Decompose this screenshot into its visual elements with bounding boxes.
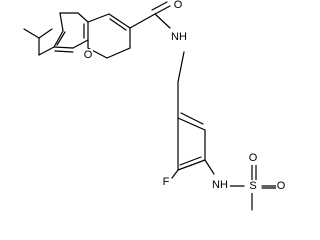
sulfonamide-nh-label: NH: [212, 179, 228, 191]
atom-sulfonyl-oxygen-right: O: [276, 180, 287, 193]
amide-nh-label: NH: [171, 31, 187, 43]
atom-ring-oxygen: O: [82, 49, 93, 62]
chromene-pyran-ring: [87, 13, 131, 59]
carbonyl-oxygen-label: O: [174, 0, 183, 11]
amide-linker: [129, 1, 185, 83]
atom-carbonyl-oxygen: O: [173, 0, 184, 12]
sulfonyl-oxygen-right-label: O: [277, 180, 286, 192]
fluorine-label: F: [163, 176, 170, 188]
atom-fluorine: F: [161, 176, 171, 189]
chemical-structure: O O NH F NH S O O: [23, 0, 287, 211]
ring-oxygen-label: O: [84, 49, 93, 61]
atom-sulfur: S: [248, 180, 258, 193]
fluorophenyl-ring: [171, 81, 215, 179]
atom-sulfonamide-nh: NH: [210, 179, 230, 192]
methanesulfonamide-group: [229, 164, 277, 211]
sulfur-label: S: [249, 180, 256, 192]
sulfonyl-oxygen-top-label: O: [249, 152, 258, 164]
isopropyl-group: [23, 28, 53, 56]
atom-sulfonyl-oxygen-top: O: [248, 152, 259, 165]
chromene-benzene-ring: [38, 12, 89, 56]
atom-amide-nh: NH: [170, 31, 188, 44]
